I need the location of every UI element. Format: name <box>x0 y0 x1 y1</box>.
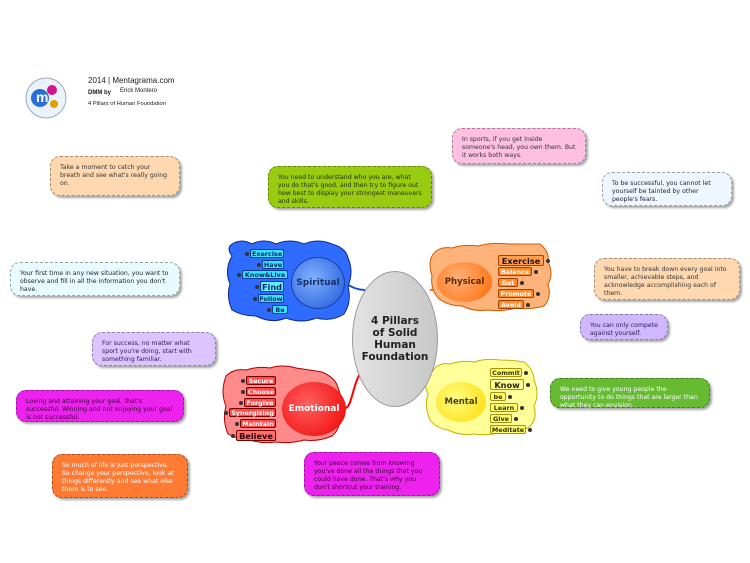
logo-letter: m <box>36 89 49 105</box>
emotional-item[interactable]: Forgive <box>244 398 276 407</box>
callout-note[interactable]: In sports, if you get inside someone's h… <box>452 128 586 164</box>
physical-item[interactable]: Avoid <box>498 300 524 309</box>
central-topic-line: 4 Pillars <box>371 315 419 327</box>
mental-label: Mental <box>444 397 478 407</box>
mentagrama-logo: m <box>20 72 72 124</box>
emotional-node[interactable]: Emotional <box>282 382 346 436</box>
expand-dot-icon[interactable] <box>526 383 530 387</box>
mental-node[interactable]: Mental <box>436 382 486 422</box>
mental-item[interactable]: Learn <box>490 403 518 412</box>
central-topic-title: 4 Pillars of Solid Human Foundation <box>362 315 429 363</box>
emotional-item[interactable]: Synergizing <box>229 408 276 417</box>
central-topic-line: Human <box>374 339 416 351</box>
central-topic-line: of Solid <box>372 327 418 339</box>
expand-dot-icon[interactable] <box>528 428 532 432</box>
site-year: 2014 | Mentagrama.com <box>88 76 175 85</box>
dmm-by-label: DMM by <box>88 90 111 96</box>
expand-dot-icon[interactable] <box>239 401 243 405</box>
spiritual-item[interactable]: Find <box>260 281 284 292</box>
expand-dot-icon[interactable] <box>241 379 245 383</box>
expand-dot-icon[interactable] <box>241 390 245 394</box>
expand-dot-icon[interactable] <box>514 417 518 421</box>
mental-item[interactable]: Commit <box>490 368 522 377</box>
physical-item[interactable]: Exercise <box>498 255 544 266</box>
expand-dot-icon[interactable] <box>536 292 540 296</box>
spiritual-item[interactable]: Have <box>262 260 284 269</box>
emotional-item[interactable]: Believe <box>236 430 276 441</box>
mental-item[interactable]: Meditate <box>490 425 526 434</box>
emotional-item[interactable]: Secure <box>246 376 276 385</box>
map-subtitle: 4 Pillars of Human Foundation <box>88 101 166 107</box>
expand-dot-icon[interactable] <box>524 371 528 375</box>
emotional-item[interactable]: Maintain <box>240 419 276 428</box>
callout-note[interactable]: To be successful, you cannot let yoursel… <box>602 172 732 206</box>
physical-item[interactable]: Promote <box>498 289 534 298</box>
mental-item[interactable]: Give <box>490 414 512 423</box>
expand-dot-icon[interactable] <box>237 273 241 277</box>
mental-item[interactable]: Know <box>490 379 524 390</box>
expand-dot-icon[interactable] <box>520 406 524 410</box>
spiritual-item[interactable]: Follow <box>258 294 284 303</box>
spiritual-item[interactable]: Know&Live <box>242 270 288 279</box>
expand-dot-icon[interactable] <box>231 434 235 438</box>
expand-dot-icon[interactable] <box>253 297 257 301</box>
callout-note[interactable]: Take a moment to catch your breath and s… <box>50 156 180 196</box>
callout-note[interactable]: Your first time in any new situation, yo… <box>10 262 180 296</box>
callout-note[interactable]: Loving and attaining your goal, that's s… <box>16 390 184 422</box>
physical-label: Physical <box>444 277 485 287</box>
callout-note[interactable]: Your peace comes from knowing you've don… <box>304 452 440 496</box>
expand-dot-icon[interactable] <box>235 422 239 426</box>
emotional-label: Emotional <box>288 404 340 414</box>
spiritual-label: Spiritual <box>296 278 340 288</box>
expand-dot-icon[interactable] <box>267 308 271 312</box>
callout-note[interactable]: So much of life is just perspective. So … <box>52 454 188 498</box>
spiritual-item[interactable]: Exercise <box>250 249 284 258</box>
expand-dot-icon[interactable] <box>520 281 524 285</box>
physical-item[interactable]: Get <box>498 278 518 287</box>
expand-dot-icon[interactable] <box>526 303 530 307</box>
callout-note[interactable]: For success, no matter what sport you're… <box>92 332 216 366</box>
spiritual-item[interactable]: Be <box>272 305 288 314</box>
emotional-item[interactable]: Choose <box>246 387 276 396</box>
expand-dot-icon[interactable] <box>534 270 538 274</box>
central-topic-line: Foundation <box>361 351 429 363</box>
spiritual-node[interactable]: Spiritual <box>291 257 345 309</box>
callout-note[interactable]: We need to give young people the opportu… <box>550 378 710 409</box>
expand-dot-icon[interactable] <box>546 259 550 263</box>
callout-note[interactable]: You can only compete against yourself. <box>580 314 668 340</box>
expand-dot-icon[interactable] <box>257 263 261 267</box>
callout-note[interactable]: You have to break down every goal into s… <box>594 258 740 300</box>
author-name: Erick Montero <box>120 88 158 94</box>
expand-dot-icon[interactable] <box>255 285 259 289</box>
expand-dot-icon[interactable] <box>224 411 228 415</box>
mental-item[interactable]: be <box>490 392 506 401</box>
central-topic[interactable]: 4 Pillars of Solid Human Foundation <box>352 271 438 407</box>
physical-item[interactable]: Balance <box>498 267 532 276</box>
expand-dot-icon[interactable] <box>508 395 512 399</box>
expand-dot-icon[interactable] <box>245 252 249 256</box>
physical-node[interactable]: Physical <box>437 262 492 302</box>
callout-note[interactable]: You need to understand who you are, what… <box>268 166 432 208</box>
